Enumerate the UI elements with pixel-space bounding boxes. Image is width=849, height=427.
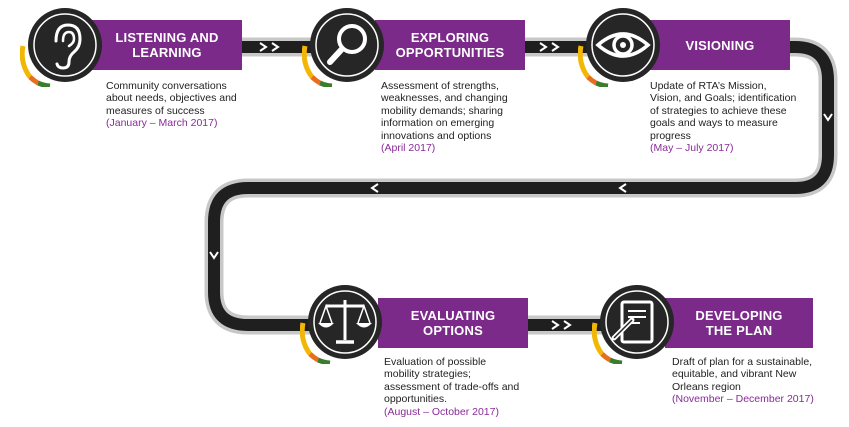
- arrow-down-icon: [823, 113, 833, 122]
- step-title-line2: OPPORTUNITIES: [395, 45, 505, 60]
- balance-scale-icon: [300, 285, 382, 364]
- step-description: Assessment of strengths, weaknesses, and…: [381, 80, 529, 154]
- step-title-line1: EXPLORING: [410, 30, 490, 45]
- step-dates: (August – October 2017): [384, 405, 499, 418]
- ear-icon: [20, 8, 102, 87]
- arrow-left-icon: [618, 183, 627, 193]
- step-title-banner: EVALUATING OPTIONS: [378, 298, 528, 348]
- step-description-text: Assessment of strengths, weaknesses, and…: [381, 80, 508, 142]
- step-dates: (May – July 2017): [650, 142, 734, 155]
- arrow-right-icon: [259, 42, 268, 52]
- step-dates: (April 2017): [381, 142, 436, 155]
- step-description: Update of RTA’s Mission, Vision, and Goa…: [650, 80, 798, 154]
- eye-icon: [578, 8, 660, 87]
- step-description: Draft of plan for a sustainable, equitab…: [672, 356, 832, 406]
- arrow-down-icon: [209, 251, 219, 260]
- arrow-right-icon: [551, 42, 560, 52]
- arrow-right-icon: [551, 320, 560, 330]
- magnifying-glass-icon: [302, 8, 384, 87]
- step-description-text: Community conversations about needs, obj…: [106, 80, 237, 117]
- step-dates: (November – December 2017): [672, 393, 814, 406]
- arrow-right-icon: [271, 42, 280, 52]
- step-title-line1: VISIONING: [685, 37, 755, 53]
- step-description-text: Update of RTA’s Mission, Vision, and Goa…: [650, 80, 797, 142]
- step-title-line1: DEVELOPING: [695, 308, 783, 323]
- step-description: Evaluation of possible mobility strategi…: [384, 356, 524, 418]
- step-title-banner: LISTENING AND LEARNING: [92, 20, 242, 70]
- step-title-line1: LISTENING AND: [115, 30, 219, 45]
- step-title-line1: EVALUATING: [410, 308, 496, 323]
- road-surface: [34, 41, 834, 331]
- step-title-line2: LEARNING: [132, 45, 202, 60]
- arrow-left-icon: [370, 183, 379, 193]
- step-title-banner: VISIONING: [650, 20, 790, 70]
- step-title-line2: OPTIONS: [423, 323, 483, 338]
- arrow-right-icon: [563, 320, 572, 330]
- step-title-banner: EXPLORING OPPORTUNITIES: [375, 20, 525, 70]
- step-title-banner: DEVELOPING THE PLAN: [665, 298, 813, 348]
- arrow-right-icon: [539, 42, 548, 52]
- step-title-line2: THE PLAN: [705, 323, 773, 338]
- step-description-text: Evaluation of possible mobility strategi…: [384, 356, 520, 406]
- step-description-text: Draft of plan for a sustainable, equitab…: [672, 356, 813, 393]
- step-description: Community conversations about needs, obj…: [106, 80, 246, 130]
- document-pencil-icon: [592, 285, 674, 364]
- step-dates: (January – March 2017): [106, 117, 218, 130]
